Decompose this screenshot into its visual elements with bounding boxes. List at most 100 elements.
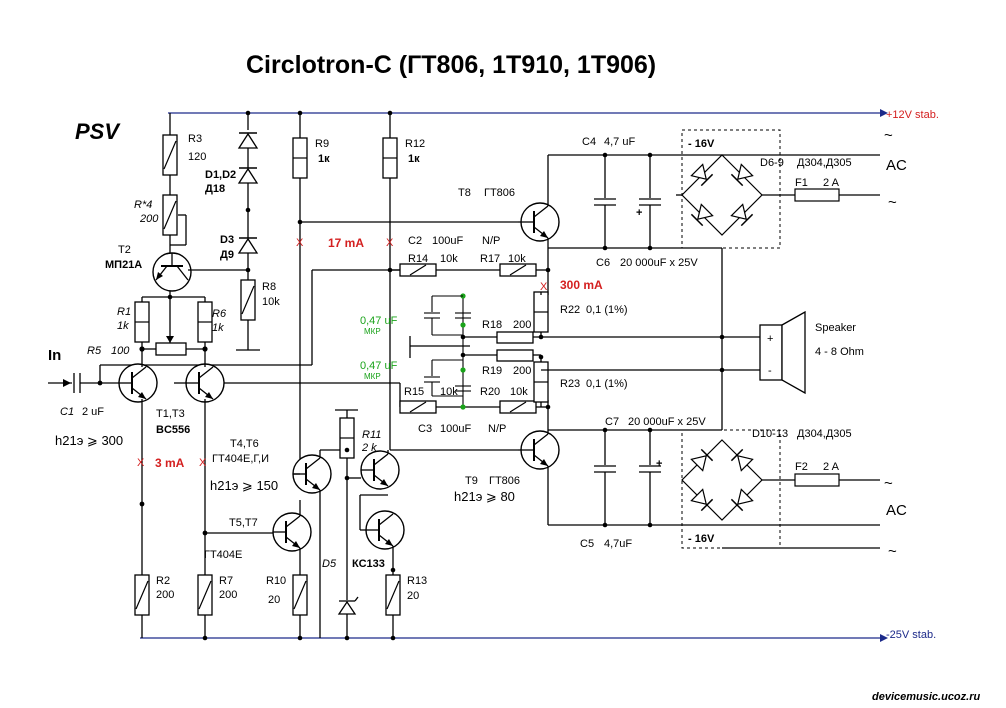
c3-pol: N/P [488,423,506,435]
i3-mark-left: X [137,457,145,469]
r12-ref: R12 [405,138,425,150]
positive-rail: +12V stab. [168,109,939,121]
t46-ref: T4,T6 [230,438,259,450]
r5-ref: R5 [87,345,102,357]
t46-val: ГТ404Е,Г,И [212,453,269,465]
r18-ref: R18 [482,319,502,331]
d12-ref: D1,D2 [205,169,236,181]
r6-val: 1k [212,322,224,334]
d3-ref: D3 [220,234,234,246]
c7-ref: C7 [605,416,619,428]
r7-val: 200 [219,589,237,601]
c2-pol: N/P [482,235,500,247]
ac-bottom-2: ~ [888,543,897,560]
r1-val: 1k [117,320,129,332]
r17-val: 10k [508,253,526,265]
negative-rail: -25V stab. [140,629,936,642]
r12-val: 1к [408,153,420,165]
r8-ref: R8 [262,281,276,293]
h150-label: h21э ⩾ 150 [210,478,278,493]
i17-label: 17 mA [328,236,364,250]
schematic-title: Circlotron-C (ГТ806, 1Т910, 1Т906) [246,51,656,79]
bias-chain [134,113,260,356]
c7-val: 20 000uF x 25V [628,416,706,428]
c4-val: 4,7 uF [604,136,635,148]
mkp1-val: 0,47 uF [360,315,398,327]
f1-val: 2 A [823,177,840,189]
r5-val: 100 [111,345,130,357]
r14-val: 10k [440,253,458,265]
speaker-icon [719,310,806,395]
output-stage [387,154,880,526]
d1013-ref: D10-13 [752,428,788,440]
psu-bottom [548,370,880,549]
r3-val: 120 [188,151,206,163]
r23-val: 0,1 (1%) [586,378,628,390]
r10-val: 20 [268,594,280,606]
r23-ref: R23 [560,378,580,390]
speaker-minus: - [768,365,772,377]
c6-ref: C6 [596,257,610,269]
d3-val: Д9 [220,249,234,261]
r6-ref: R6 [212,308,227,320]
c2-ref: C2 [408,235,422,247]
c4-ref: C4 [582,136,596,148]
r17-ref: R17 [480,253,500,265]
d12-val: Д18 [205,183,225,195]
t13-ref: T1,T3 [156,408,185,420]
t8-val: ГТ806 [484,187,515,199]
r2-val: 200 [156,589,174,601]
r13-ref: R13 [407,575,427,587]
r4-val: 200 [139,213,159,225]
c3-val: 100uF [440,423,471,435]
d5-val: КС133 [352,558,385,570]
h300-label: h21э ⩾ 300 [55,433,123,448]
author-mark: PSV [75,119,121,144]
i3-label: 3 mA [155,456,185,470]
r9-val: 1к [318,153,330,165]
r18-val: 200 [513,319,531,331]
t57-val: ГТ404Е [204,549,242,561]
r9-ref: R9 [315,138,329,150]
r13-val: 20 [407,590,419,602]
mkp1-type: МКР [364,327,381,336]
h80-label: h21э ⩾ 80 [454,489,515,504]
r10-ref: R10 [266,575,286,587]
f1-ref: F1 [795,177,808,189]
d1013-val: Д304,Д305 [797,428,852,440]
r2-ref: R2 [156,575,170,587]
ac-top-2: ~ [888,194,897,211]
r20-ref: R20 [480,386,500,398]
i300-mark: X [540,281,548,293]
speaker-plus: + [767,333,773,345]
ac-top-1: ~ [884,127,893,144]
r11-val: 2 k [361,442,377,454]
ac-top-label: AC [886,157,907,174]
t57-ref: T5,T7 [229,517,258,529]
i17-mark-left: X [296,237,304,249]
r19-ref: R19 [482,365,502,377]
i17-mark-right: X [386,237,394,249]
r22-val: 0,1 (1%) [586,304,628,316]
t9-val: ГТ806 [489,475,520,487]
t9-ref: T9 [465,475,478,487]
r3-ref: R3 [188,133,202,145]
t8-ref: T8 [458,187,471,199]
r15-val: 10k [440,386,458,398]
r4-ref: R*4 [134,199,152,211]
r11-ref: R11 [362,429,381,441]
c1-ref: C1 [60,406,74,418]
driver-stage [134,110,518,641]
negative-rail-label: -25V stab. [886,629,936,641]
r20-val: 10k [510,386,528,398]
d5-ref: D5 [322,558,337,570]
ac-bottom-label: AC [886,502,907,519]
c7-plus: + [656,458,662,470]
input-stage [48,269,401,575]
c3-ref: C3 [418,423,432,435]
psu-top [548,129,880,370]
r8-val: 10k [262,296,280,308]
c6-val: 20 000uF x 25V [620,257,698,269]
t13-val: BC556 [156,424,190,436]
